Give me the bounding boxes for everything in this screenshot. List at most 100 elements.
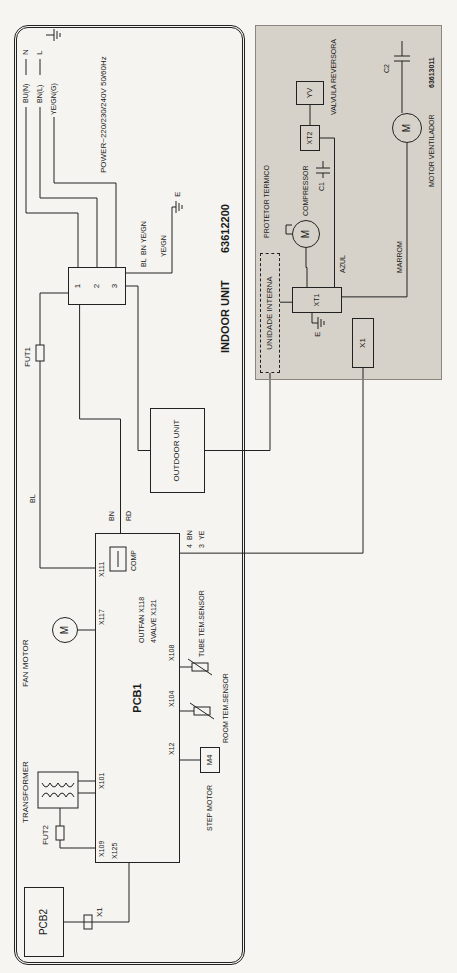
part-label: COMP (130, 550, 137, 571)
part-label: X1 (96, 907, 104, 917)
wire-connector (306, 248, 307, 287)
protector-symbol (286, 225, 292, 234)
part-label: FUT1 (24, 347, 32, 367)
part-label: 4 (186, 544, 193, 548)
part-label: X111 (98, 562, 105, 577)
motor-circle: M (52, 617, 78, 643)
relay-coil (118, 551, 119, 567)
ground-symbol (312, 313, 324, 329)
part-label: YE/GN (140, 221, 147, 243)
motor-circle: M (292, 220, 320, 248)
component-label: M4 (206, 754, 214, 765)
part-label: BL (140, 258, 147, 267)
transformer-coil (42, 783, 74, 797)
part-label: YE/GN (160, 235, 167, 257)
part-label: E (314, 332, 322, 337)
unit-title: INDOOR UNIT (220, 280, 232, 353)
wire-connector (320, 138, 335, 287)
fuse-wire (60, 808, 95, 848)
part-label: C1 (318, 182, 325, 191)
component-label: M (60, 626, 71, 634)
part-label: X104 (168, 691, 175, 707)
wire-connector (280, 302, 292, 303)
part-label: E (174, 192, 182, 197)
wire-connector (78, 630, 95, 631)
part-label: STEP MOTOR (206, 785, 213, 831)
live-wire (40, 293, 95, 568)
part-label: POWER~220/230/240V 50/60Hz (100, 56, 108, 173)
part-label: L (36, 51, 44, 55)
wire-connector (80, 305, 121, 533)
motor-outline (53, 618, 78, 643)
component-label: 3 (111, 284, 119, 288)
wire-connector (205, 373, 270, 451)
part-label: BN (140, 245, 147, 255)
component-label: 1 (74, 284, 82, 288)
part-label: X108 (168, 645, 175, 661)
thermistor-symbol (190, 703, 214, 719)
component-box: UNIDADE INTERNA (260, 253, 280, 373)
wire-connector (64, 863, 129, 922)
part-label: MARROM (396, 241, 403, 273)
component-label: X1 (359, 338, 367, 348)
wire-connector (126, 286, 150, 451)
component-label: PCB2 (39, 909, 50, 935)
thermistor-symbol (188, 659, 212, 675)
component-box: OUTDOOR UNIT (150, 408, 205, 493)
motor-outline (293, 221, 320, 248)
component-label: 2 (93, 284, 101, 288)
component-label: M (402, 124, 413, 132)
part-label: TUBE TEM.SENSOR (198, 590, 205, 657)
part-label: BN (186, 530, 193, 540)
part-label: TRANSFORMER (22, 761, 30, 823)
part-label: BL (29, 494, 36, 503)
unit-title: 63613011 (428, 57, 435, 88)
outdoor-ground (255, 25, 442, 380)
motor-circle: M (392, 113, 422, 143)
unit-panel: UNIDADE INTERNAXT1XT2MMYVX163613011 (255, 25, 442, 380)
unit-title: 63612200 (220, 204, 232, 253)
part-label: OUTFAN X118 (138, 597, 145, 643)
indoor-ground (14, 25, 245, 965)
component-box: 1 2 3 (68, 267, 126, 305)
part-label: X125 (111, 843, 118, 859)
part-label: AZUL (339, 255, 346, 273)
component-label: XT2 (306, 132, 313, 145)
part-label: C2 (383, 64, 390, 73)
component-box: PCB1 (95, 533, 180, 863)
component-box: X1 (352, 318, 374, 368)
component-box: YV (296, 81, 324, 105)
part-label: X117 (98, 609, 105, 625)
part-label: N (22, 49, 30, 55)
relay-symbol (110, 547, 126, 571)
part-label: X101 (98, 773, 105, 789)
component-label: YV (306, 88, 314, 99)
part-label: X109 (98, 841, 105, 857)
component-label: PCB1 (132, 683, 144, 712)
ground-symbol (46, 29, 60, 41)
wire-connector (180, 368, 363, 553)
component-box: M4 (200, 747, 220, 773)
component-box: PCB2 (24, 887, 64, 957)
component-box: XT1 (292, 287, 342, 313)
component-label: OUTDOOR UNIT (173, 420, 181, 482)
part-label: YE (198, 531, 205, 540)
part-label: FAN MOTOR (22, 640, 30, 687)
part-label: RD (125, 511, 132, 521)
wire-connector (310, 105, 311, 125)
part-label: 3 (198, 544, 205, 548)
ground-wire (126, 201, 182, 273)
part-label: X12 (168, 743, 175, 755)
part-label: ROOM TEM.SENSOR (222, 673, 229, 743)
power-lead (26, 59, 40, 75)
part-label: VALVULA REVERSORA (330, 39, 337, 115)
part-label: COMPRESSOR (302, 165, 309, 216)
part-label: MOTOR VENTILADOR (428, 114, 435, 187)
component-label: UNIDADE INTERNA (266, 276, 274, 349)
component-box: XT2 (300, 125, 320, 151)
fuse-symbol (56, 826, 64, 840)
component-label: M (301, 230, 312, 238)
part-label: PROTETOR TERMICO (263, 165, 270, 238)
